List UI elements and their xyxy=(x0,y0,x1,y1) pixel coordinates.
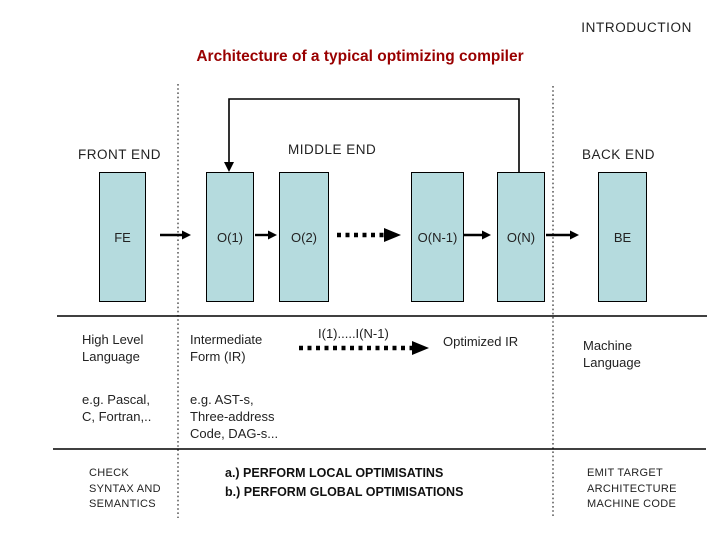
arrow-on-be xyxy=(546,230,579,240)
stage-box-label: BE xyxy=(613,229,632,245)
arrow-on1-on xyxy=(464,230,491,240)
front-end-label: FRONT END xyxy=(78,147,162,162)
stage-box-label: O(N-1) xyxy=(417,229,458,245)
stage-box-fe: FE xyxy=(99,172,146,302)
stage-box-o2: O(2) xyxy=(279,172,329,302)
stage-box-label: O(2) xyxy=(291,229,317,245)
label-optimized-ir: Optimized IR xyxy=(443,334,519,349)
arrow-fe-o1 xyxy=(160,230,191,240)
label-backend-function: EMIT TARGET ARCHITECTURE MACHINE CODE xyxy=(587,467,677,510)
label-machine-language: Machine Language xyxy=(583,338,641,370)
arrow-o1-o2 xyxy=(255,230,277,240)
slide-title: Architecture of a typical optimizing com… xyxy=(196,48,524,65)
label-ir-sequence: I(1).....I(N-1) xyxy=(318,326,389,341)
stage-box-label: O(N) xyxy=(506,229,536,245)
page-header: INTRODUCTION xyxy=(581,20,692,35)
label-frontend-function: CHECK SYNTAX AND SEMANTICS xyxy=(89,467,161,510)
stage-box-on: O(N) xyxy=(497,172,545,302)
feedback-loop-arrow xyxy=(224,98,520,172)
middle-end-label: MIDDLE END xyxy=(288,142,377,157)
stage-box-label: FE xyxy=(114,229,131,245)
label-ir-examples: e.g. AST-s, Three-address Code, DAG-s... xyxy=(190,392,279,441)
label-frontend-examples: e.g. Pascal, C, Fortran,.. xyxy=(82,392,152,424)
label-high-level-language: High Level Language xyxy=(82,332,144,364)
back-end-label: BACK END xyxy=(582,147,656,162)
stage-box-on1: O(N-1) xyxy=(411,172,464,302)
label-middleend-function: a.) PERFORM LOCAL OPTIMISATINS b.) PERFO… xyxy=(225,466,464,499)
dotted-arrow-o2-on1 xyxy=(337,228,401,242)
stage-box-be: BE xyxy=(598,172,647,302)
stage-box-o1: O(1) xyxy=(206,172,254,302)
stage-box-label: O(1) xyxy=(217,229,243,245)
label-intermediate-form: Intermediate Form (IR) xyxy=(190,332,263,364)
dotted-arrow-ir-sequence xyxy=(299,341,429,355)
